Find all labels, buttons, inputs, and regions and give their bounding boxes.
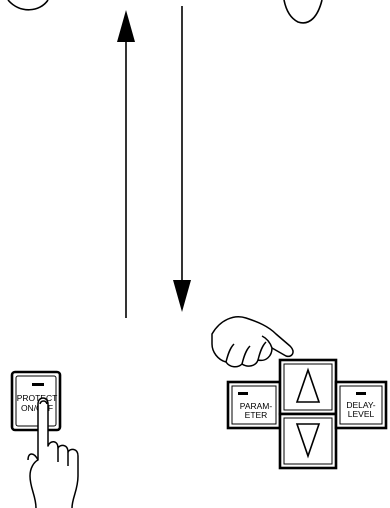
protect-on-off-button[interactable]: PROTECT ON/OFF bbox=[10, 370, 62, 432]
down-triangle-icon bbox=[295, 423, 321, 459]
delay-level-led-icon bbox=[356, 392, 366, 395]
parameter-button[interactable]: PARAM- ETER bbox=[226, 380, 282, 430]
up-arrow-icon bbox=[117, 10, 135, 318]
delay-level-label-line2: LEVEL bbox=[348, 409, 375, 419]
hand-pressing-protect-icon bbox=[27, 397, 79, 508]
parameter-label-line2: ETER bbox=[245, 410, 268, 420]
hand-pointing-icon bbox=[211, 316, 294, 368]
hand-top-right-icon bbox=[283, 0, 323, 24]
parameter-led-icon bbox=[238, 392, 248, 395]
protect-label-line2: ON/OFF bbox=[21, 403, 53, 413]
hand-top-left-icon bbox=[7, 0, 49, 11]
parameter-label-line1: PARAM- bbox=[240, 401, 273, 411]
down-arrow-icon bbox=[173, 6, 191, 312]
delay-level-button[interactable]: DELAY- LEVEL bbox=[334, 380, 388, 430]
down-button[interactable] bbox=[278, 412, 338, 470]
protect-led-icon bbox=[32, 383, 44, 386]
up-button[interactable] bbox=[278, 358, 338, 416]
protect-label-line1: PROTECT bbox=[17, 393, 58, 403]
up-triangle-icon bbox=[295, 367, 321, 403]
delay-level-label-line1: DELAY- bbox=[346, 400, 375, 410]
